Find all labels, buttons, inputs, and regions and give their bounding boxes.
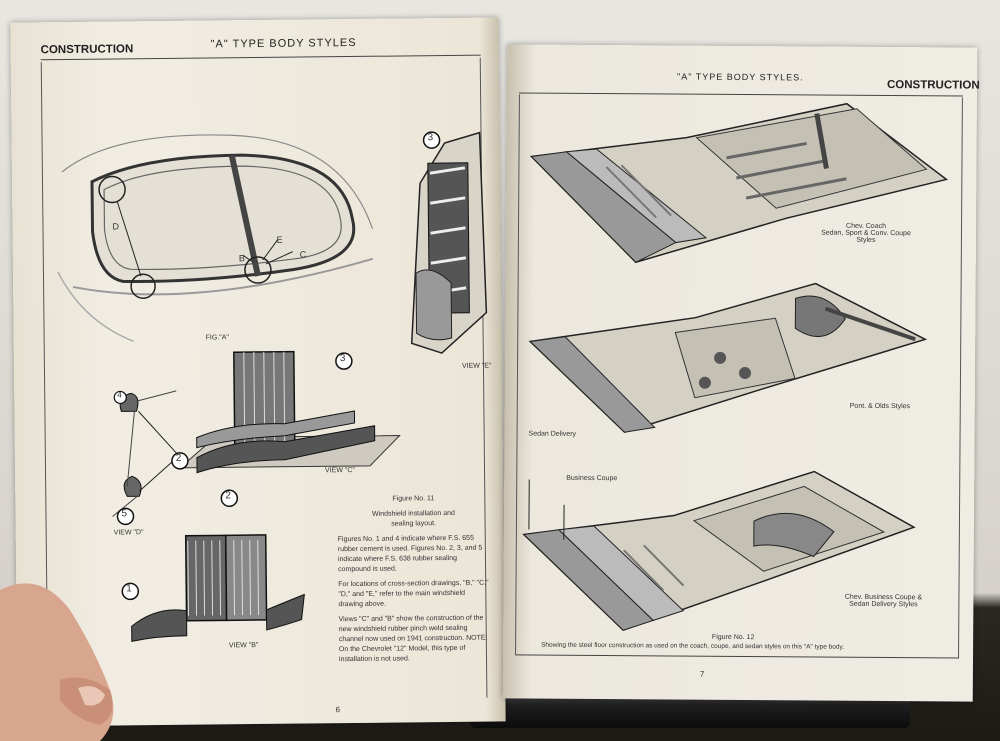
view-e-drawing bbox=[410, 131, 488, 354]
callout-4 bbox=[113, 390, 127, 405]
num-3a: 3 bbox=[427, 132, 434, 144]
floor-pan-top bbox=[529, 102, 949, 264]
num-2a: 2 bbox=[175, 452, 182, 464]
callout-2-mid bbox=[220, 489, 239, 508]
fig-a-label: FIG."A" bbox=[205, 334, 229, 342]
num-5: 5 bbox=[121, 508, 128, 520]
figure-11-text: Figure No. 11 Windshield installation an… bbox=[337, 494, 491, 671]
right-footer-rule bbox=[515, 654, 960, 659]
letter-e: E bbox=[276, 234, 283, 245]
left-page-number: 6 bbox=[335, 705, 341, 715]
right-page: "A" TYPE BODY STYLES. CONSTRUCTION Chev.… bbox=[502, 44, 980, 702]
callout-sedan-delivery: Sedan Delivery bbox=[528, 430, 577, 438]
figure-11-title: Figure No. 11 bbox=[392, 495, 435, 503]
holding-hand bbox=[0, 583, 114, 741]
figure-11-para-1: Figures No. 1 and 4 indicate where F.S. … bbox=[337, 534, 483, 574]
right-page-title: "A" TYPE BODY STYLES. bbox=[677, 71, 804, 83]
callout-3-top bbox=[422, 131, 441, 149]
right-page-number: 7 bbox=[699, 669, 705, 679]
caption-top: Chev. Coach Sedan, Sport & Conv. Coupe S… bbox=[806, 222, 926, 244]
figure-12-caption: Showing the steel floor construction as … bbox=[541, 641, 845, 651]
callout-1 bbox=[121, 582, 140, 601]
callout-5 bbox=[116, 507, 135, 526]
figure-11-subtitle-2: sealing layout. bbox=[391, 520, 437, 528]
view-b-label: VIEW "B" bbox=[228, 642, 259, 650]
num-4: 4 bbox=[117, 390, 122, 400]
view-c-label: VIEW "C" bbox=[325, 466, 355, 475]
callout-business-coupe: Business Coupe bbox=[566, 474, 618, 483]
view-e-label: VIEW "E" bbox=[461, 362, 492, 370]
windshield-drawing bbox=[57, 134, 374, 342]
caption-top-line-3: Styles bbox=[856, 236, 876, 244]
caption-middle: Pont. & Olds Styles bbox=[849, 402, 911, 411]
callout-3-mid bbox=[335, 352, 353, 370]
figure-11-para-2: For locations of cross-section drawings,… bbox=[338, 579, 489, 609]
floor-pan-middle bbox=[528, 282, 928, 434]
caption-bottom-line-2: Sedan Delivery Styles bbox=[849, 600, 918, 609]
num-3b: 3 bbox=[339, 353, 346, 365]
view-c-drawing bbox=[178, 350, 401, 474]
num-1: 1 bbox=[126, 583, 132, 595]
num-2b: 2 bbox=[225, 490, 231, 502]
caption-bottom: Chev. Business Coupe & Sedan Delivery St… bbox=[823, 594, 943, 609]
view-b-drawing bbox=[131, 534, 305, 642]
letter-d: D bbox=[112, 221, 120, 232]
figure-11-para-3: Views "C" and "B" show the construction … bbox=[338, 614, 488, 664]
floor-pan-bottom bbox=[522, 470, 916, 632]
left-page-title: "A" TYPE BODY STYLES bbox=[210, 36, 357, 51]
letter-c: C bbox=[299, 249, 307, 260]
right-section-header: CONSTRUCTION bbox=[886, 79, 980, 92]
letter-b: B bbox=[238, 253, 245, 264]
callout-2-left bbox=[171, 452, 189, 470]
right-right-rule bbox=[958, 97, 963, 658]
left-page: CONSTRUCTION "A" TYPE BODY STYLES D B E … bbox=[10, 17, 506, 727]
left-section-header: CONSTRUCTION bbox=[40, 43, 134, 57]
